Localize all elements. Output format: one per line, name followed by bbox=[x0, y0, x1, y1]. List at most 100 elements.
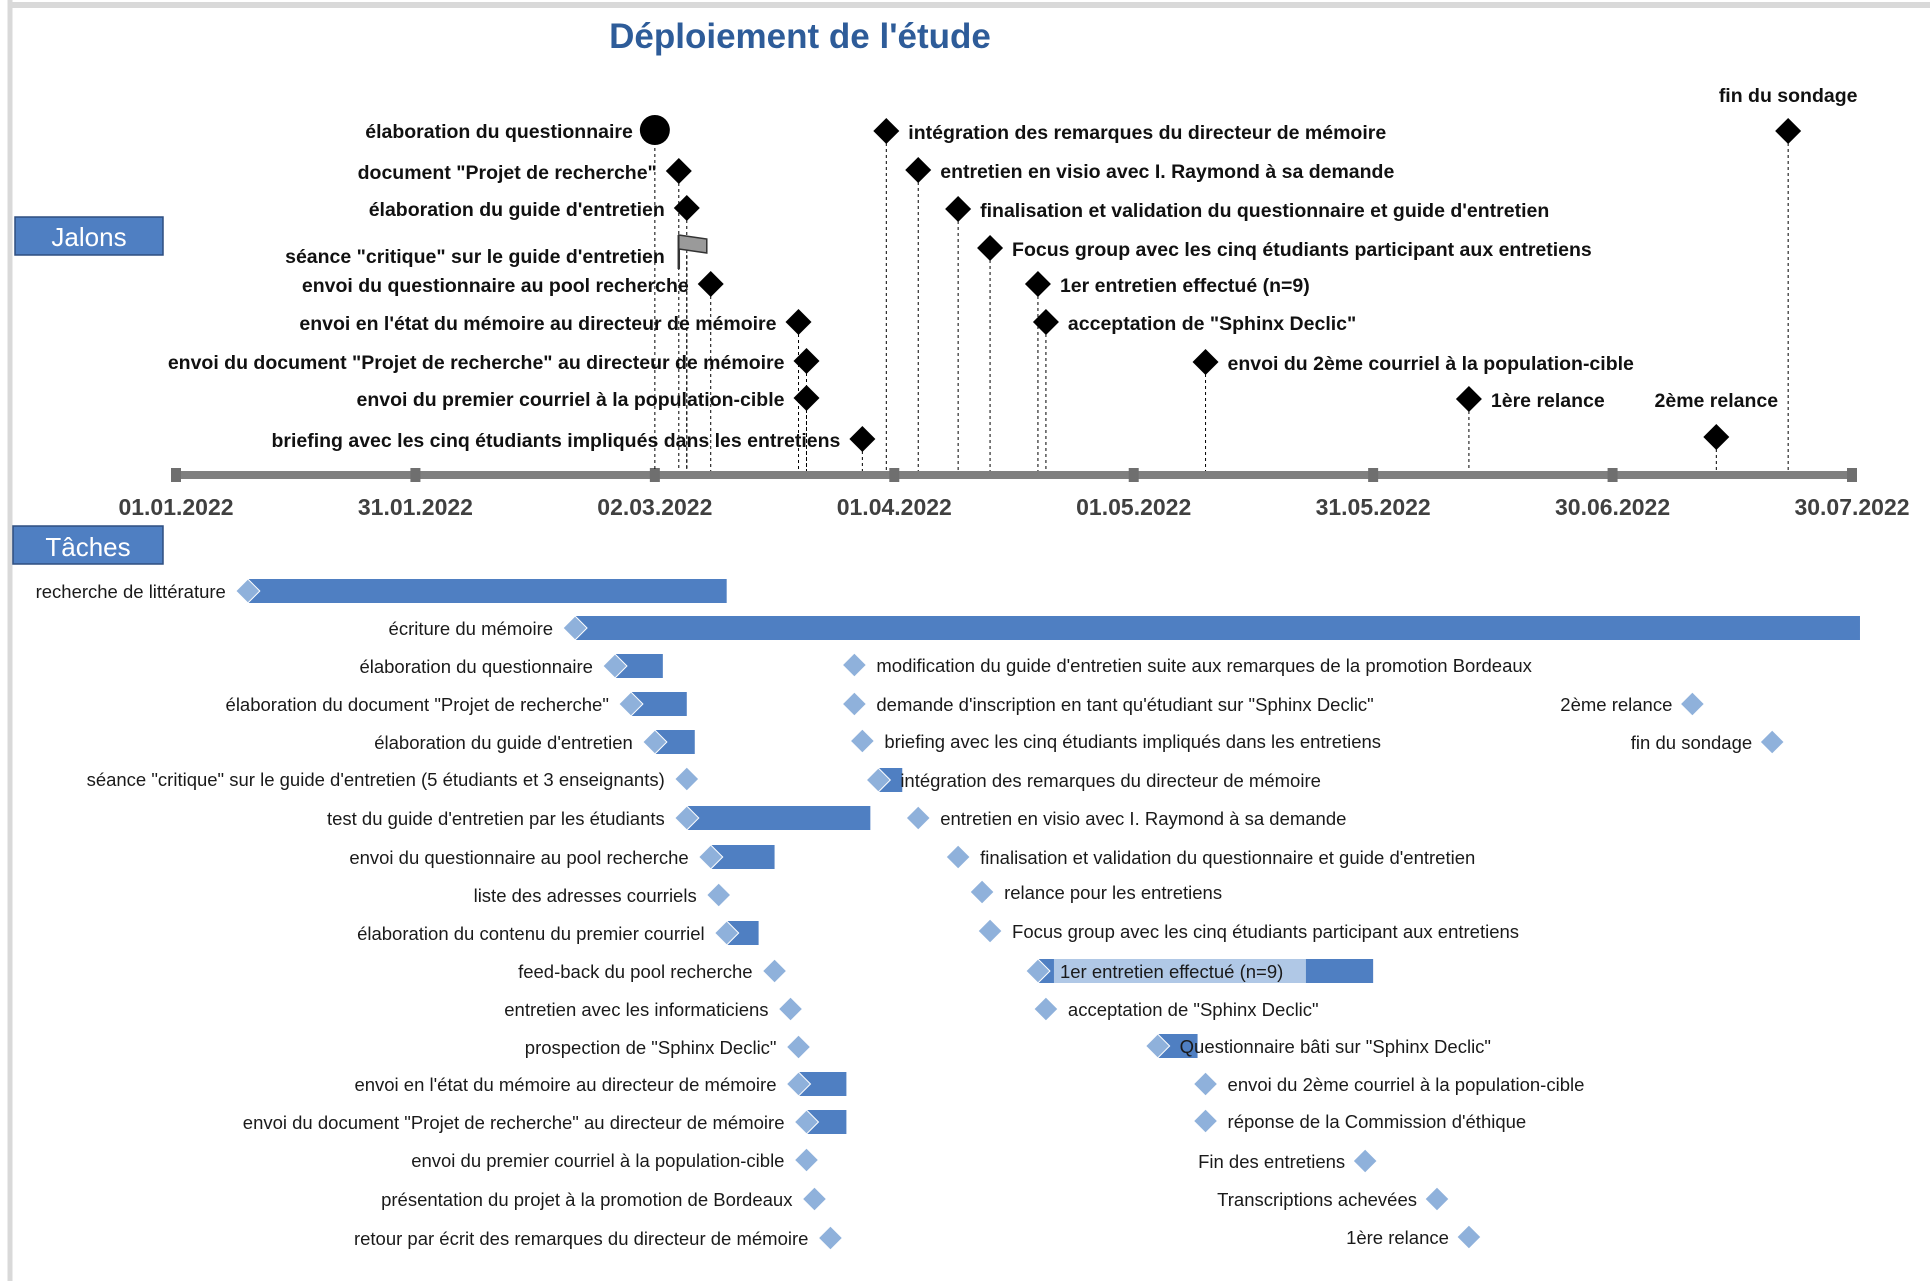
task-label: Transcriptions achevées bbox=[1217, 1189, 1417, 1210]
task-label: Questionnaire bâti sur "Sphinx Declic" bbox=[1180, 1036, 1491, 1057]
milestone-label: Focus group avec les cinq étudiants part… bbox=[1012, 239, 1592, 261]
task-row: Questionnaire bâti sur "Sphinx Declic" bbox=[1144, 1033, 1491, 1059]
task-start-marker bbox=[969, 879, 995, 905]
axis-tick-mark bbox=[1847, 468, 1857, 482]
task-start-marker bbox=[1144, 1033, 1171, 1059]
task-bar bbox=[247, 579, 727, 603]
axis-tick-mark bbox=[1368, 468, 1379, 482]
task-row: envoi du questionnaire au pool recherche bbox=[349, 844, 775, 870]
milestone-diamond-marker bbox=[793, 348, 820, 374]
task-row: envoi en l'état du mémoire au directeur … bbox=[354, 1071, 847, 1097]
task-label: entretien en visio avec I. Raymond à sa … bbox=[940, 808, 1346, 829]
task-label: envoi en l'état du mémoire au directeur … bbox=[354, 1074, 776, 1095]
task-start-marker bbox=[865, 767, 892, 793]
task-label: acceptation de "Sphinx Declic" bbox=[1068, 999, 1319, 1020]
task-start-marker bbox=[1424, 1186, 1450, 1212]
task-start-marker bbox=[1352, 1148, 1378, 1174]
milestone: intégration des remarques du directeur d… bbox=[873, 118, 1386, 471]
task-start-marker bbox=[1679, 691, 1706, 717]
milestone-label: briefing avec les cinq étudiants impliqu… bbox=[271, 430, 840, 452]
task-start-marker bbox=[785, 1034, 812, 1060]
milestone-diamond-marker bbox=[793, 385, 820, 411]
task-label: élaboration du document "Projet de reche… bbox=[226, 694, 609, 715]
milestone: envoi du premier courriel à la populatio… bbox=[356, 385, 820, 471]
milestone-diamond-marker bbox=[1192, 349, 1219, 375]
task-start-marker bbox=[562, 615, 588, 641]
task-row: modification du guide d'entretien suite … bbox=[841, 652, 1533, 678]
task-start-marker bbox=[841, 652, 868, 678]
task-label: envoi du document "Projet de recherche" … bbox=[243, 1112, 785, 1133]
milestone-diamond-marker bbox=[1775, 118, 1802, 144]
task-label: 1er entretien effectué (n=9) bbox=[1060, 961, 1283, 982]
milestone-diamond-marker bbox=[785, 309, 812, 335]
task-label: Fin des entretiens bbox=[1198, 1151, 1345, 1172]
milestone: fin du sondage bbox=[1719, 85, 1858, 471]
task-start-marker bbox=[618, 691, 644, 717]
task-row: séance "critique" sur le guide d'entreti… bbox=[87, 766, 700, 792]
milestone-diamond-marker bbox=[1024, 271, 1051, 297]
milestone: 2ème relance bbox=[1655, 390, 1779, 471]
task-start-marker bbox=[1033, 996, 1059, 1022]
milestone-diamond-marker bbox=[1032, 309, 1059, 335]
task-label: liste des adresses courriels bbox=[474, 885, 697, 906]
task-label-highlight bbox=[1053, 959, 1306, 983]
axis-tick-mark bbox=[171, 468, 181, 482]
task-label: élaboration du contenu du premier courri… bbox=[357, 923, 705, 944]
milestone: envoi du 2ème courriel à la population-c… bbox=[1192, 349, 1634, 471]
task-row: écriture du mémoire bbox=[389, 615, 1860, 641]
task-start-marker bbox=[713, 920, 740, 946]
milestone-diamond-marker bbox=[977, 235, 1004, 261]
task-label: retour par écrit des remarques du direct… bbox=[354, 1228, 808, 1249]
task-row: Fin des entretiens bbox=[1198, 1148, 1378, 1174]
task-label: feed-back du pool recherche bbox=[518, 961, 752, 982]
task-row: entretien en visio avec I. Raymond à sa … bbox=[905, 805, 1346, 831]
task-row: relance pour les entretiens bbox=[969, 879, 1222, 905]
milestone: entretien en visio avec I. Raymond à sa … bbox=[905, 157, 1394, 471]
task-row: intégration des remarques du directeur d… bbox=[865, 767, 1321, 793]
milestone-label: envoi du questionnaire au pool recherche bbox=[302, 275, 689, 297]
task-row: retour par écrit des remarques du direct… bbox=[354, 1225, 844, 1251]
axis-tick-mark bbox=[410, 468, 421, 482]
axis-tick-mark bbox=[1128, 468, 1139, 482]
milestone-diamond-marker bbox=[697, 271, 724, 297]
task-label: présentation du projet à la promotion de… bbox=[381, 1189, 793, 1210]
axis-tick-mark bbox=[1607, 468, 1618, 482]
task-label: 2ème relance bbox=[1560, 694, 1672, 715]
milestone-label: fin du sondage bbox=[1719, 85, 1858, 107]
task-label: envoi du questionnaire au pool recherche bbox=[349, 847, 688, 868]
milestone-diamond-marker bbox=[665, 158, 692, 184]
task-row: 2ème relance bbox=[1560, 691, 1706, 717]
task-start-marker bbox=[849, 728, 876, 754]
milestone-label: envoi du document "Projet de recherche" … bbox=[168, 352, 785, 374]
milestone: document "Projet de recherche" bbox=[358, 158, 692, 471]
task-start-marker bbox=[817, 1225, 844, 1251]
milestone-label: 2ème relance bbox=[1655, 390, 1779, 412]
axis-tick-label: 31.05.2022 bbox=[1316, 494, 1431, 520]
task-start-marker bbox=[945, 844, 971, 870]
task-row: acceptation de "Sphinx Declic" bbox=[1033, 996, 1319, 1022]
milestone-diamond-marker bbox=[849, 426, 876, 452]
task-label: séance "critique" sur le guide d'entreti… bbox=[87, 769, 665, 790]
task-label: Focus group avec les cinq étudiants part… bbox=[1012, 921, 1519, 942]
task-row: demande d'inscription en tant qu'étudian… bbox=[841, 691, 1374, 717]
axis-tick-label: 31.01.2022 bbox=[358, 494, 473, 520]
task-label: 1ère relance bbox=[1346, 1227, 1449, 1248]
milestone: élaboration du guide d'entretien bbox=[369, 195, 700, 471]
milestone-label: envoi en l'état du mémoire au directeur … bbox=[299, 313, 776, 335]
task-label: fin du sondage bbox=[1631, 732, 1752, 753]
milestone: envoi du questionnaire au pool recherche bbox=[302, 271, 724, 471]
milestone-circle-marker bbox=[639, 115, 670, 145]
task-row: élaboration du document "Projet de reche… bbox=[226, 691, 687, 717]
task-start-marker bbox=[1192, 1108, 1219, 1134]
milestone: Focus group avec les cinq étudiants part… bbox=[977, 235, 1592, 471]
milestone-diamond-marker bbox=[945, 196, 972, 222]
milestone-diamond-marker bbox=[1455, 386, 1482, 412]
task-label: écriture du mémoire bbox=[389, 618, 554, 639]
axis-tick-mark bbox=[649, 468, 660, 482]
milestone-label: élaboration du guide d'entretien bbox=[369, 199, 665, 221]
milestone: élaboration du questionnaire bbox=[365, 115, 670, 471]
